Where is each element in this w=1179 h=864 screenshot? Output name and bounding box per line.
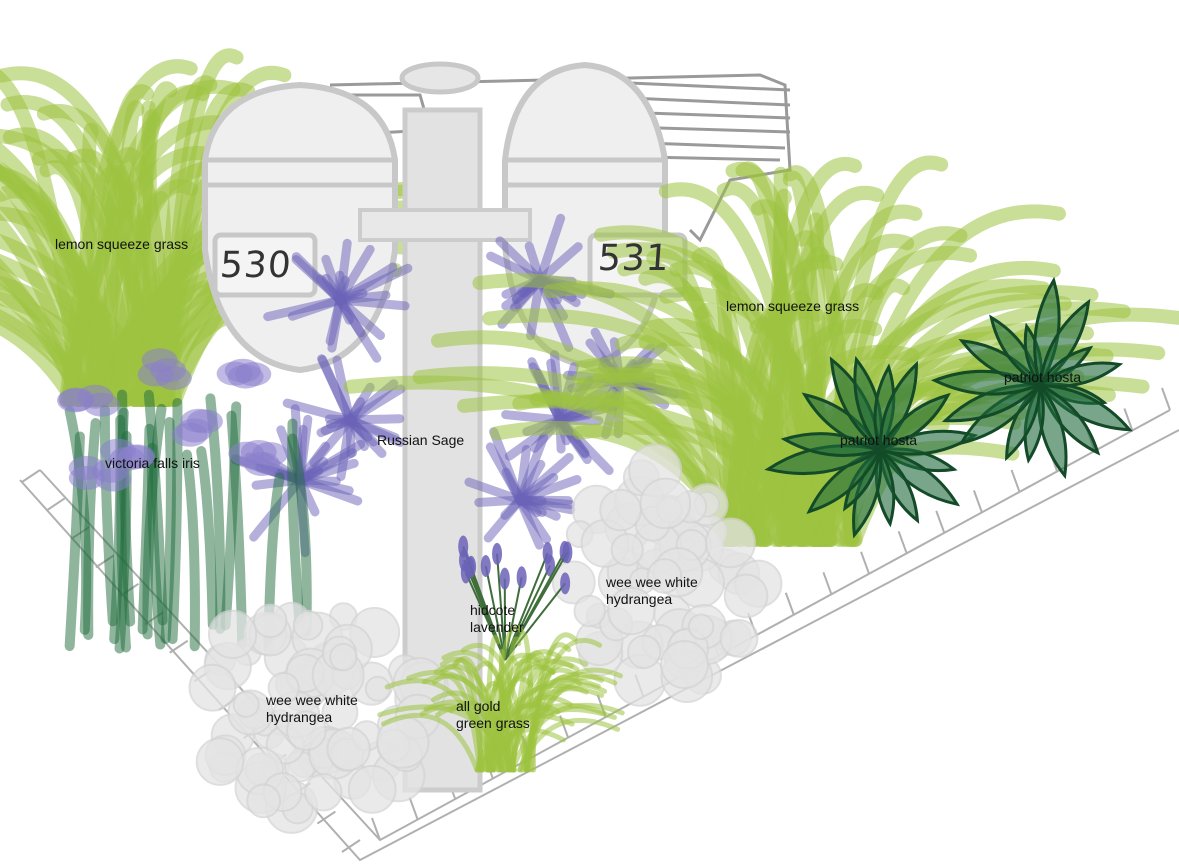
patriot-hosta-1: [764, 355, 979, 539]
label-patriot-hosta-1: patriot hosta: [840, 432, 918, 448]
label-russian-sage: Russian Sage: [377, 432, 465, 448]
mailbox-number-531: 531: [596, 238, 672, 279]
hydrangea-right: [551, 443, 783, 707]
label-hydrangea-left: wee wee white hydrangea: [266, 692, 358, 725]
all-gold-green-grass: [377, 624, 625, 773]
patriot-hosta-2: [930, 276, 1133, 480]
label-hydrangea-right: wee wee white hydrangea: [606, 574, 698, 607]
label-hidcote-lavender: hidcote lavender: [470, 602, 524, 635]
label-victoria-falls-iris: victoria falls iris: [105, 455, 200, 471]
hydrangea-left: [188, 601, 449, 834]
label-lemon-squeeze-grass-left: lemon squeeze grass: [55, 236, 189, 252]
victoria-falls-iris: [57, 348, 312, 654]
mailbox-number-530: 530: [218, 245, 294, 286]
label-lemon-squeeze-grass-right: lemon squeeze grass: [726, 298, 860, 314]
label-all-gold-green-grass: all gold green grass: [456, 698, 530, 731]
label-patriot-hosta-2: patriot hosta: [1004, 369, 1082, 385]
